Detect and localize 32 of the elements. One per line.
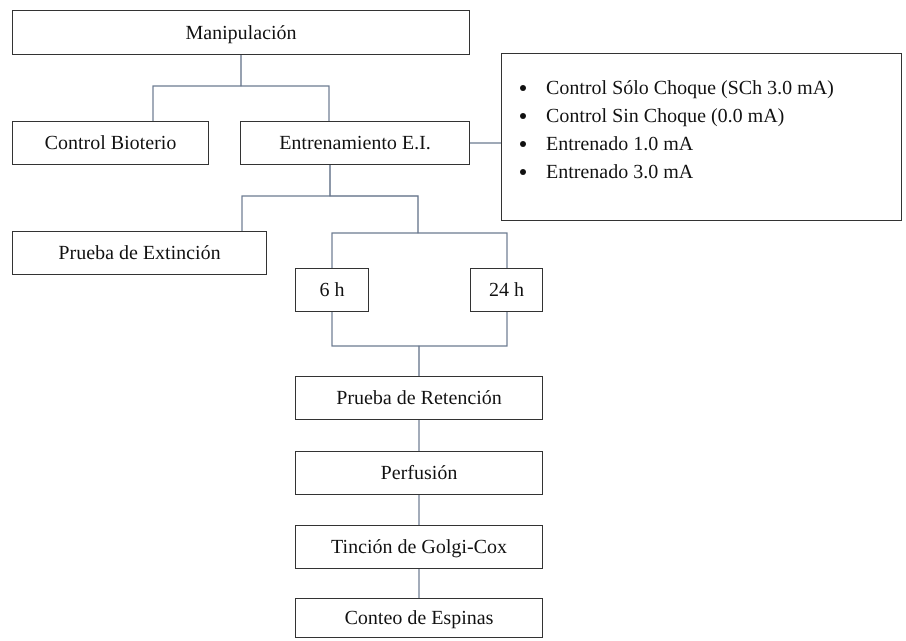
process-box xyxy=(295,451,543,495)
box-label: Entrenamiento E.I. xyxy=(279,131,431,155)
box-label: Conteo de Espinas xyxy=(344,606,494,630)
process-box xyxy=(12,121,209,165)
connector-line xyxy=(418,312,508,376)
connector-line xyxy=(329,165,508,268)
process-box xyxy=(470,268,543,312)
connector-line xyxy=(418,569,420,598)
connector-line xyxy=(418,420,420,451)
process-box xyxy=(12,10,470,55)
list-item: Control Sin Choque (0.0 mA) xyxy=(546,104,784,129)
box-label: Control Bioterio xyxy=(44,131,176,155)
box-label: 6 h xyxy=(320,278,344,302)
box-label: 24 h xyxy=(489,278,524,302)
process-box xyxy=(295,598,543,638)
box-label: Perfusión xyxy=(380,461,458,485)
process-box xyxy=(295,525,543,569)
box-label: Prueba de Extinción xyxy=(58,241,221,265)
group-list-box xyxy=(501,53,902,221)
process-box xyxy=(12,231,267,275)
process-box xyxy=(295,376,543,420)
box-label: Tinción de Golgi-Cox xyxy=(331,535,507,559)
connector-line xyxy=(470,142,501,144)
box-label: Manipulación xyxy=(185,20,297,44)
process-box xyxy=(240,121,470,165)
process-box xyxy=(295,268,369,312)
connector-line xyxy=(240,55,330,121)
box-label: Prueba de Retención xyxy=(336,386,502,410)
connector-line xyxy=(418,495,420,525)
list-item: Entrenado 1.0 mA xyxy=(546,132,694,157)
list-item: Entrenado 3.0 mA xyxy=(546,160,694,185)
list-item: Control Sólo Choque (SCh 3.0 mA) xyxy=(546,76,834,101)
